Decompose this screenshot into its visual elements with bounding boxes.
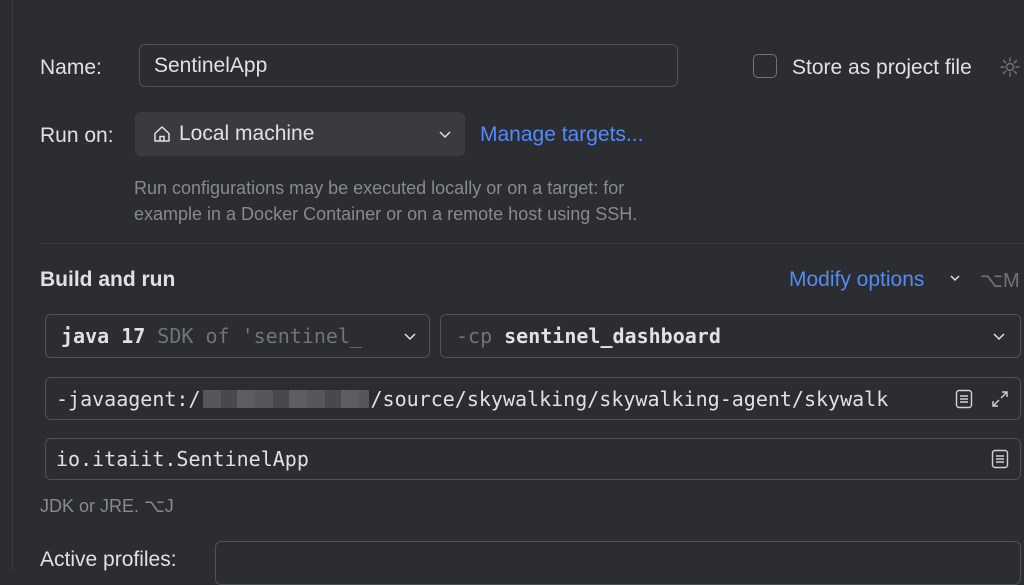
separator <box>40 243 1024 244</box>
vm-options-start: -javaagent:/ <box>56 386 201 411</box>
cp-prefix: -cp <box>456 324 493 348</box>
run-on-hint-line-1: Run configurations may be executed local… <box>134 178 625 198</box>
expand-text-icon[interactable] <box>952 387 976 411</box>
modify-options-shortcut: ⌥M <box>980 270 1020 292</box>
cp-chevron-down-icon <box>992 329 1006 343</box>
active-profiles-field[interactable] <box>215 541 1021 585</box>
home-icon <box>151 123 173 145</box>
modify-options-chevron-icon[interactable] <box>949 272 961 284</box>
main-class-field[interactable]: io.itaiit.SentinelApp <box>45 438 1021 480</box>
active-profiles-label: Active profiles: <box>40 548 177 571</box>
vm-options-field[interactable]: -javaagent:/ /source/skywalking/skywalki… <box>45 377 1021 420</box>
browse-class-icon[interactable] <box>988 447 1012 471</box>
sdk-sub: SDK of 'sentinel_ <box>157 324 362 348</box>
main-class-value: io.itaiit.SentinelApp <box>56 447 309 471</box>
cut-off-title <box>300 0 380 4</box>
manage-targets-link[interactable]: Manage targets... <box>480 123 644 146</box>
build-and-run-title: Build and run <box>40 268 176 291</box>
name-value: SentinelApp <box>154 53 268 77</box>
run-on-label: Run on: <box>40 124 114 147</box>
classpath-dropdown[interactable]: -cp sentinel_dashboard <box>440 314 1021 358</box>
run-on-value: Local machine <box>179 122 315 145</box>
cp-value: sentinel_dashboard <box>504 324 721 348</box>
run-on-hint-line-2: example in a Docker Container or on a re… <box>134 204 638 224</box>
sdk-main: java 17 <box>61 324 146 348</box>
vm-options-end: /source/skywalking/skywalking-agent/skyw… <box>370 386 889 411</box>
maximize-icon[interactable] <box>988 387 1012 411</box>
store-as-project-file-checkbox[interactable] <box>753 54 777 78</box>
name-label: Name: <box>40 56 102 79</box>
name-field[interactable]: SentinelApp <box>139 44 678 87</box>
run-on-dropdown[interactable]: Local machine <box>135 112 465 156</box>
gear-icon[interactable] <box>998 55 1022 79</box>
store-as-project-file-label[interactable]: Store as project file <box>792 56 972 79</box>
sdk-chevron-down-icon <box>403 329 417 343</box>
jdk-hint: JDK or JRE. ⌥J <box>40 496 174 516</box>
chevron-down-icon <box>438 127 452 141</box>
redacted-path <box>202 389 369 408</box>
left-panel-edge <box>0 0 13 570</box>
sdk-dropdown[interactable]: java 17 SDK of 'sentinel_ <box>45 314 430 358</box>
modify-options-link[interactable]: Modify options <box>789 268 925 291</box>
